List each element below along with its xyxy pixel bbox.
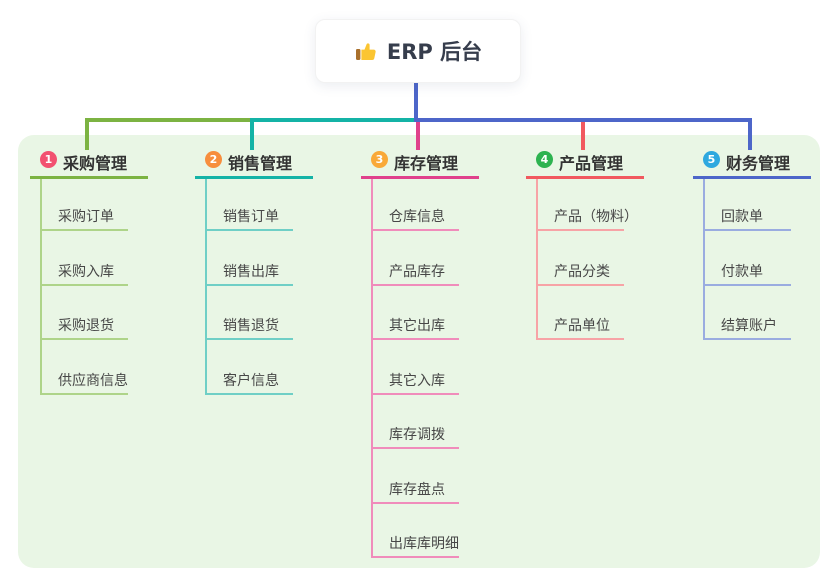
child-underline — [371, 447, 459, 449]
root-node[interactable]: ERP 后台 — [315, 19, 521, 83]
branch-rail-line — [40, 179, 42, 395]
child-node-label[interactable]: 回款单 — [721, 209, 763, 225]
child-underline — [371, 229, 459, 231]
child-node-label[interactable]: 销售订单 — [223, 209, 279, 225]
child-underline — [40, 284, 128, 286]
child-underline — [205, 284, 293, 286]
child-node-label[interactable]: 结算账户 — [721, 318, 777, 334]
child-node-label[interactable]: 出库库明细 — [389, 536, 459, 552]
connector-line — [414, 83, 418, 122]
branch-number-badge: 3 — [371, 151, 388, 168]
branch-rail-line — [536, 179, 538, 340]
child-node-label[interactable]: 库存调拨 — [389, 427, 445, 443]
branch-node-label[interactable]: 销售管理 — [228, 154, 293, 173]
child-underline — [205, 393, 293, 395]
child-node-label[interactable]: 库存盘点 — [389, 482, 445, 498]
child-underline — [40, 338, 128, 340]
connector-line — [416, 122, 420, 150]
child-node-label[interactable]: 供应商信息 — [58, 373, 128, 389]
child-underline — [371, 284, 459, 286]
child-underline — [371, 393, 459, 395]
thumbs-up-icon — [355, 43, 376, 60]
branch-number-badge: 4 — [536, 151, 553, 168]
child-node-label[interactable]: 销售退货 — [223, 318, 279, 334]
connector-line — [250, 118, 254, 150]
child-node-label[interactable]: 采购退货 — [58, 318, 114, 334]
branch-number-badge: 2 — [205, 151, 222, 168]
branch-underline — [195, 176, 313, 179]
child-underline — [205, 229, 293, 231]
child-underline — [536, 284, 624, 286]
child-node-label[interactable]: 销售出库 — [223, 264, 279, 280]
connector-line — [250, 118, 420, 122]
child-node-label[interactable]: 采购订单 — [58, 209, 114, 225]
branch-number-badge: 5 — [703, 151, 720, 168]
child-underline — [371, 556, 459, 558]
child-node-label[interactable]: 其它入库 — [389, 373, 445, 389]
child-underline — [40, 393, 128, 395]
child-underline — [371, 502, 459, 504]
branch-underline — [30, 176, 148, 179]
branch-rail-line — [205, 179, 207, 395]
child-node-label[interactable]: 其它出库 — [389, 318, 445, 334]
connector-line — [748, 118, 752, 150]
branch-node-label[interactable]: 库存管理 — [394, 154, 459, 173]
child-underline — [536, 338, 624, 340]
connector-line — [416, 118, 752, 122]
child-node-label[interactable]: 客户信息 — [223, 373, 279, 389]
connector-line — [85, 118, 89, 150]
branch-node-label[interactable]: 采购管理 — [63, 154, 128, 173]
branch-underline — [361, 176, 479, 179]
branch-underline — [693, 176, 811, 179]
branches-background-card — [18, 135, 820, 568]
child-node-label[interactable]: 付款单 — [721, 264, 763, 280]
branch-rail-line — [703, 179, 705, 340]
branch-rail-line — [371, 179, 373, 558]
child-underline — [703, 284, 791, 286]
child-node-label[interactable]: 产品库存 — [389, 264, 445, 280]
branch-node-label[interactable]: 产品管理 — [559, 154, 624, 173]
root-title: ERP 后台 — [386, 40, 483, 64]
child-underline — [536, 229, 624, 231]
branch-node-label[interactable]: 财务管理 — [726, 154, 791, 173]
child-underline — [371, 338, 459, 340]
child-underline — [703, 229, 791, 231]
child-underline — [703, 338, 791, 340]
branch-number-badge: 1 — [40, 151, 57, 168]
child-node-label[interactable]: 产品分类 — [554, 264, 610, 280]
branch-underline — [526, 176, 644, 179]
child-underline — [205, 338, 293, 340]
child-node-label[interactable]: 仓库信息 — [389, 209, 445, 225]
child-node-label[interactable]: 产品（物料） — [554, 209, 638, 225]
child-node-label[interactable]: 采购入库 — [58, 264, 114, 280]
connector-line — [581, 122, 585, 150]
child-node-label[interactable]: 产品单位 — [554, 318, 610, 334]
child-underline — [40, 229, 128, 231]
